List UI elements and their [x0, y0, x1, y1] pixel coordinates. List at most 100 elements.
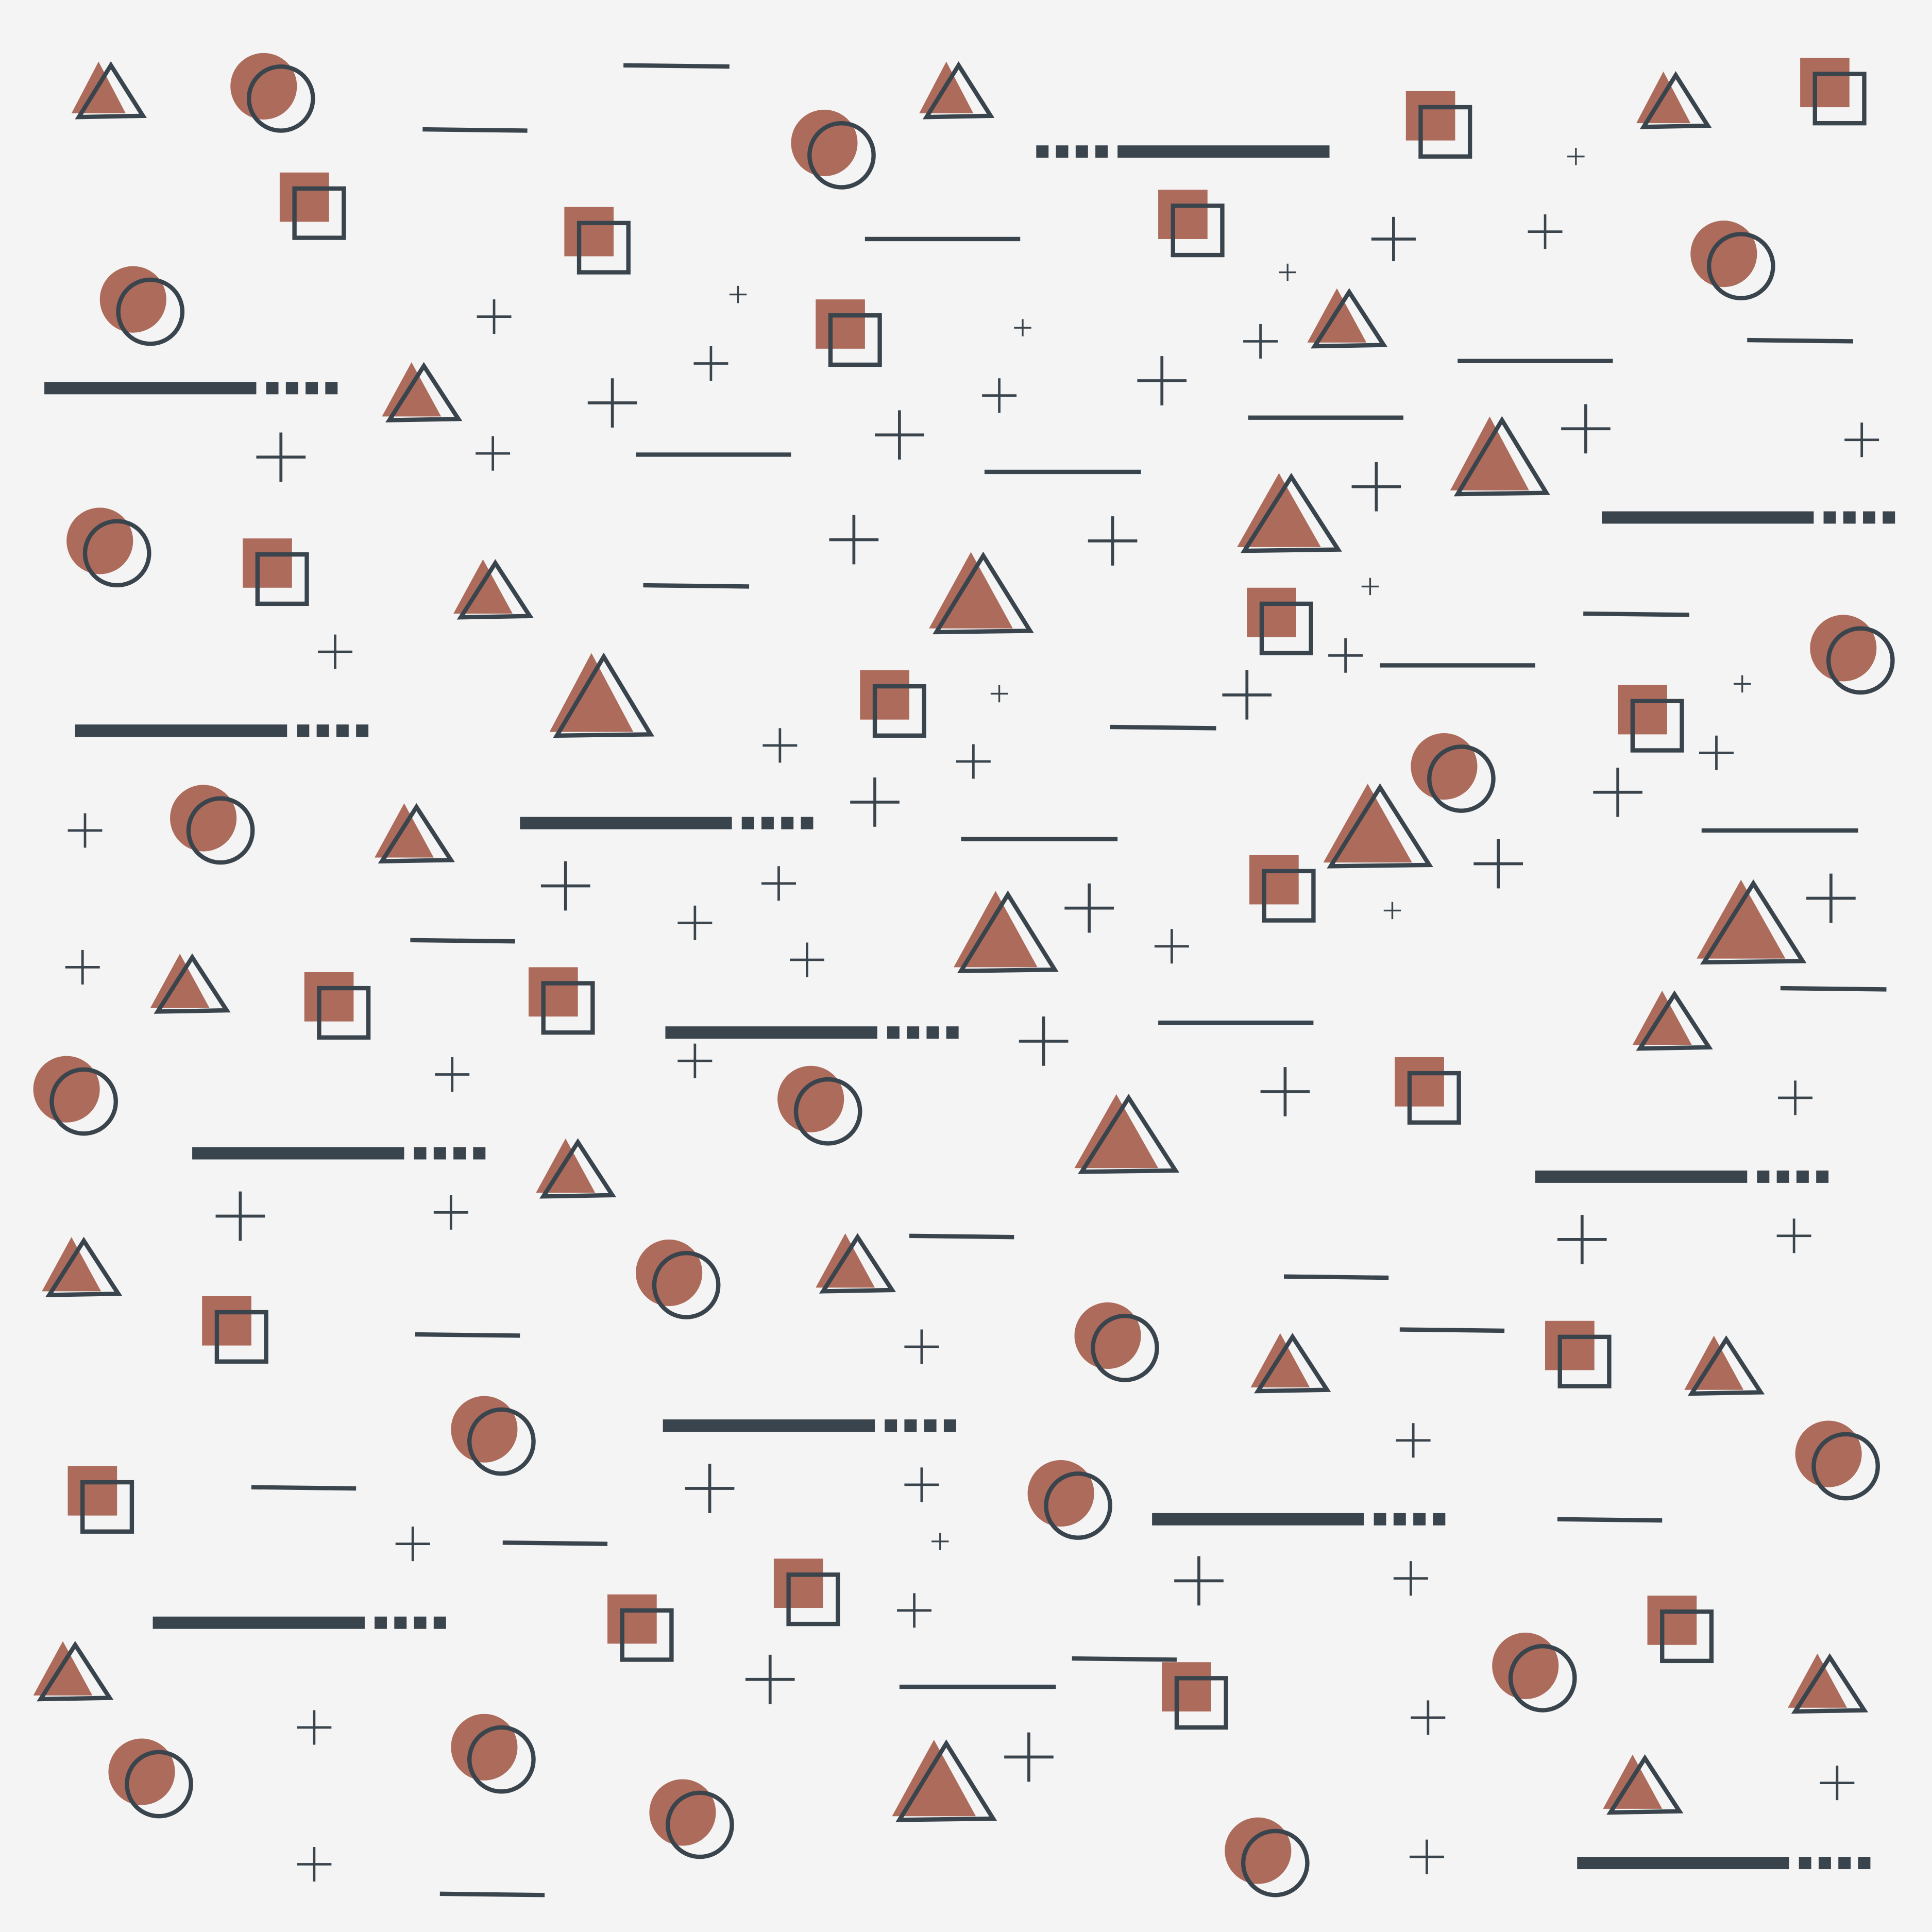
plus-sign-icon — [761, 866, 796, 901]
bar-dash — [316, 724, 329, 737]
bar-dash — [1796, 1171, 1809, 1183]
bar-dash — [1818, 1857, 1831, 1870]
plus-sign-icon — [762, 728, 798, 763]
plus-sign-icon — [1844, 422, 1879, 457]
accent-triangle — [1603, 1754, 1663, 1809]
plus-sign-icon — [1383, 902, 1401, 920]
outline-triangle — [1078, 1094, 1180, 1174]
thin-line — [909, 1233, 1014, 1240]
thin-line — [1780, 986, 1887, 992]
bar-dash — [1799, 1857, 1811, 1870]
plus-sign-icon — [1243, 324, 1278, 359]
bar-dash — [1095, 145, 1108, 158]
bar-dash — [1883, 511, 1895, 524]
plus-sign-icon — [790, 942, 824, 977]
bar-dash — [904, 1419, 917, 1432]
bar-dash — [1393, 1513, 1406, 1526]
accent-triangle — [1250, 1333, 1310, 1387]
thin-line — [1399, 1327, 1505, 1333]
outline-square — [317, 986, 371, 1040]
outline-square — [577, 221, 631, 275]
accent-circle — [451, 1396, 518, 1463]
thick-bar — [75, 724, 287, 737]
thick-bar — [44, 382, 257, 395]
accent-square — [202, 1296, 251, 1346]
bar-dash — [926, 1026, 939, 1039]
plus-sign-icon — [297, 1710, 332, 1745]
plus-sign-icon — [477, 299, 512, 334]
accent-circle — [1810, 615, 1877, 682]
outline-square — [1174, 1676, 1228, 1730]
plus-sign-icon — [1154, 929, 1189, 964]
plus-sign-icon — [829, 515, 879, 565]
thick-bar — [1577, 1857, 1789, 1870]
plus-sign-icon — [1064, 883, 1114, 933]
outline-circle — [652, 1251, 721, 1319]
bar-dash — [394, 1616, 407, 1629]
plus-sign-icon — [1699, 735, 1734, 770]
accent-triangle — [382, 362, 442, 417]
bar-dash — [1056, 145, 1069, 158]
bar-dash — [414, 1616, 427, 1629]
outline-square — [620, 1608, 674, 1662]
outline-triangle — [957, 890, 1059, 973]
outline-square — [1418, 105, 1472, 159]
plus-sign-icon — [1806, 873, 1856, 923]
plus-sign-icon — [677, 1043, 713, 1078]
thin-line — [1557, 1517, 1663, 1523]
accent-circle — [99, 266, 166, 333]
outline-square — [786, 1572, 840, 1626]
plus-sign-icon — [587, 378, 637, 428]
thin-line — [1110, 724, 1216, 731]
plus-sign-icon — [956, 744, 991, 779]
thin-line — [1072, 1656, 1177, 1662]
outline-triangle — [1636, 990, 1713, 1051]
outline-square — [1557, 1334, 1612, 1388]
plus-sign-icon — [685, 1464, 735, 1513]
accent-circle — [1411, 733, 1478, 800]
thick-bar — [665, 1026, 877, 1039]
outline-circle — [1427, 744, 1496, 813]
outline-circle — [467, 1407, 536, 1476]
outline-square — [1812, 72, 1867, 126]
outline-triangle — [1453, 416, 1550, 497]
accent-circle — [636, 1239, 703, 1307]
thick-bar — [1535, 1171, 1748, 1183]
outline-circle — [116, 277, 185, 346]
plus-sign-icon — [904, 1329, 939, 1364]
plus-sign-icon — [297, 1846, 332, 1882]
accent-square — [1247, 587, 1296, 637]
accent-square — [1162, 1662, 1211, 1711]
plus-sign-icon — [931, 1533, 949, 1550]
outline-triangle — [45, 1236, 123, 1297]
plus-sign-icon — [1776, 1218, 1811, 1253]
outline-triangle — [1240, 472, 1342, 553]
plus-sign-icon — [850, 777, 900, 827]
outline-square — [255, 552, 309, 606]
accent-triangle — [150, 954, 210, 1008]
bar-dash — [325, 382, 338, 395]
plus-sign-icon — [875, 410, 924, 460]
plus-sign-icon — [435, 1057, 470, 1092]
thick-bar — [663, 1419, 875, 1432]
outline-triangle — [1311, 288, 1388, 349]
accent-circle — [230, 53, 297, 120]
outline-square — [214, 1310, 268, 1364]
plus-sign-icon — [65, 950, 100, 985]
plus-sign-icon — [745, 1654, 795, 1704]
bar-dash — [1858, 1857, 1871, 1870]
bar-dash — [433, 1147, 446, 1160]
plus-sign-icon — [395, 1527, 430, 1562]
outline-square — [1630, 699, 1684, 753]
thin-line — [422, 127, 528, 133]
outline-square — [1171, 204, 1225, 258]
outline-triangle — [378, 803, 455, 864]
outline-triangle — [456, 559, 534, 620]
plus-sign-icon — [67, 813, 103, 848]
thin-line — [410, 938, 515, 944]
bar-dash — [924, 1419, 937, 1432]
accent-square — [1618, 685, 1667, 735]
bar-dash — [801, 817, 814, 829]
outline-triangle — [1791, 1653, 1869, 1714]
bar-dash — [1823, 511, 1836, 524]
